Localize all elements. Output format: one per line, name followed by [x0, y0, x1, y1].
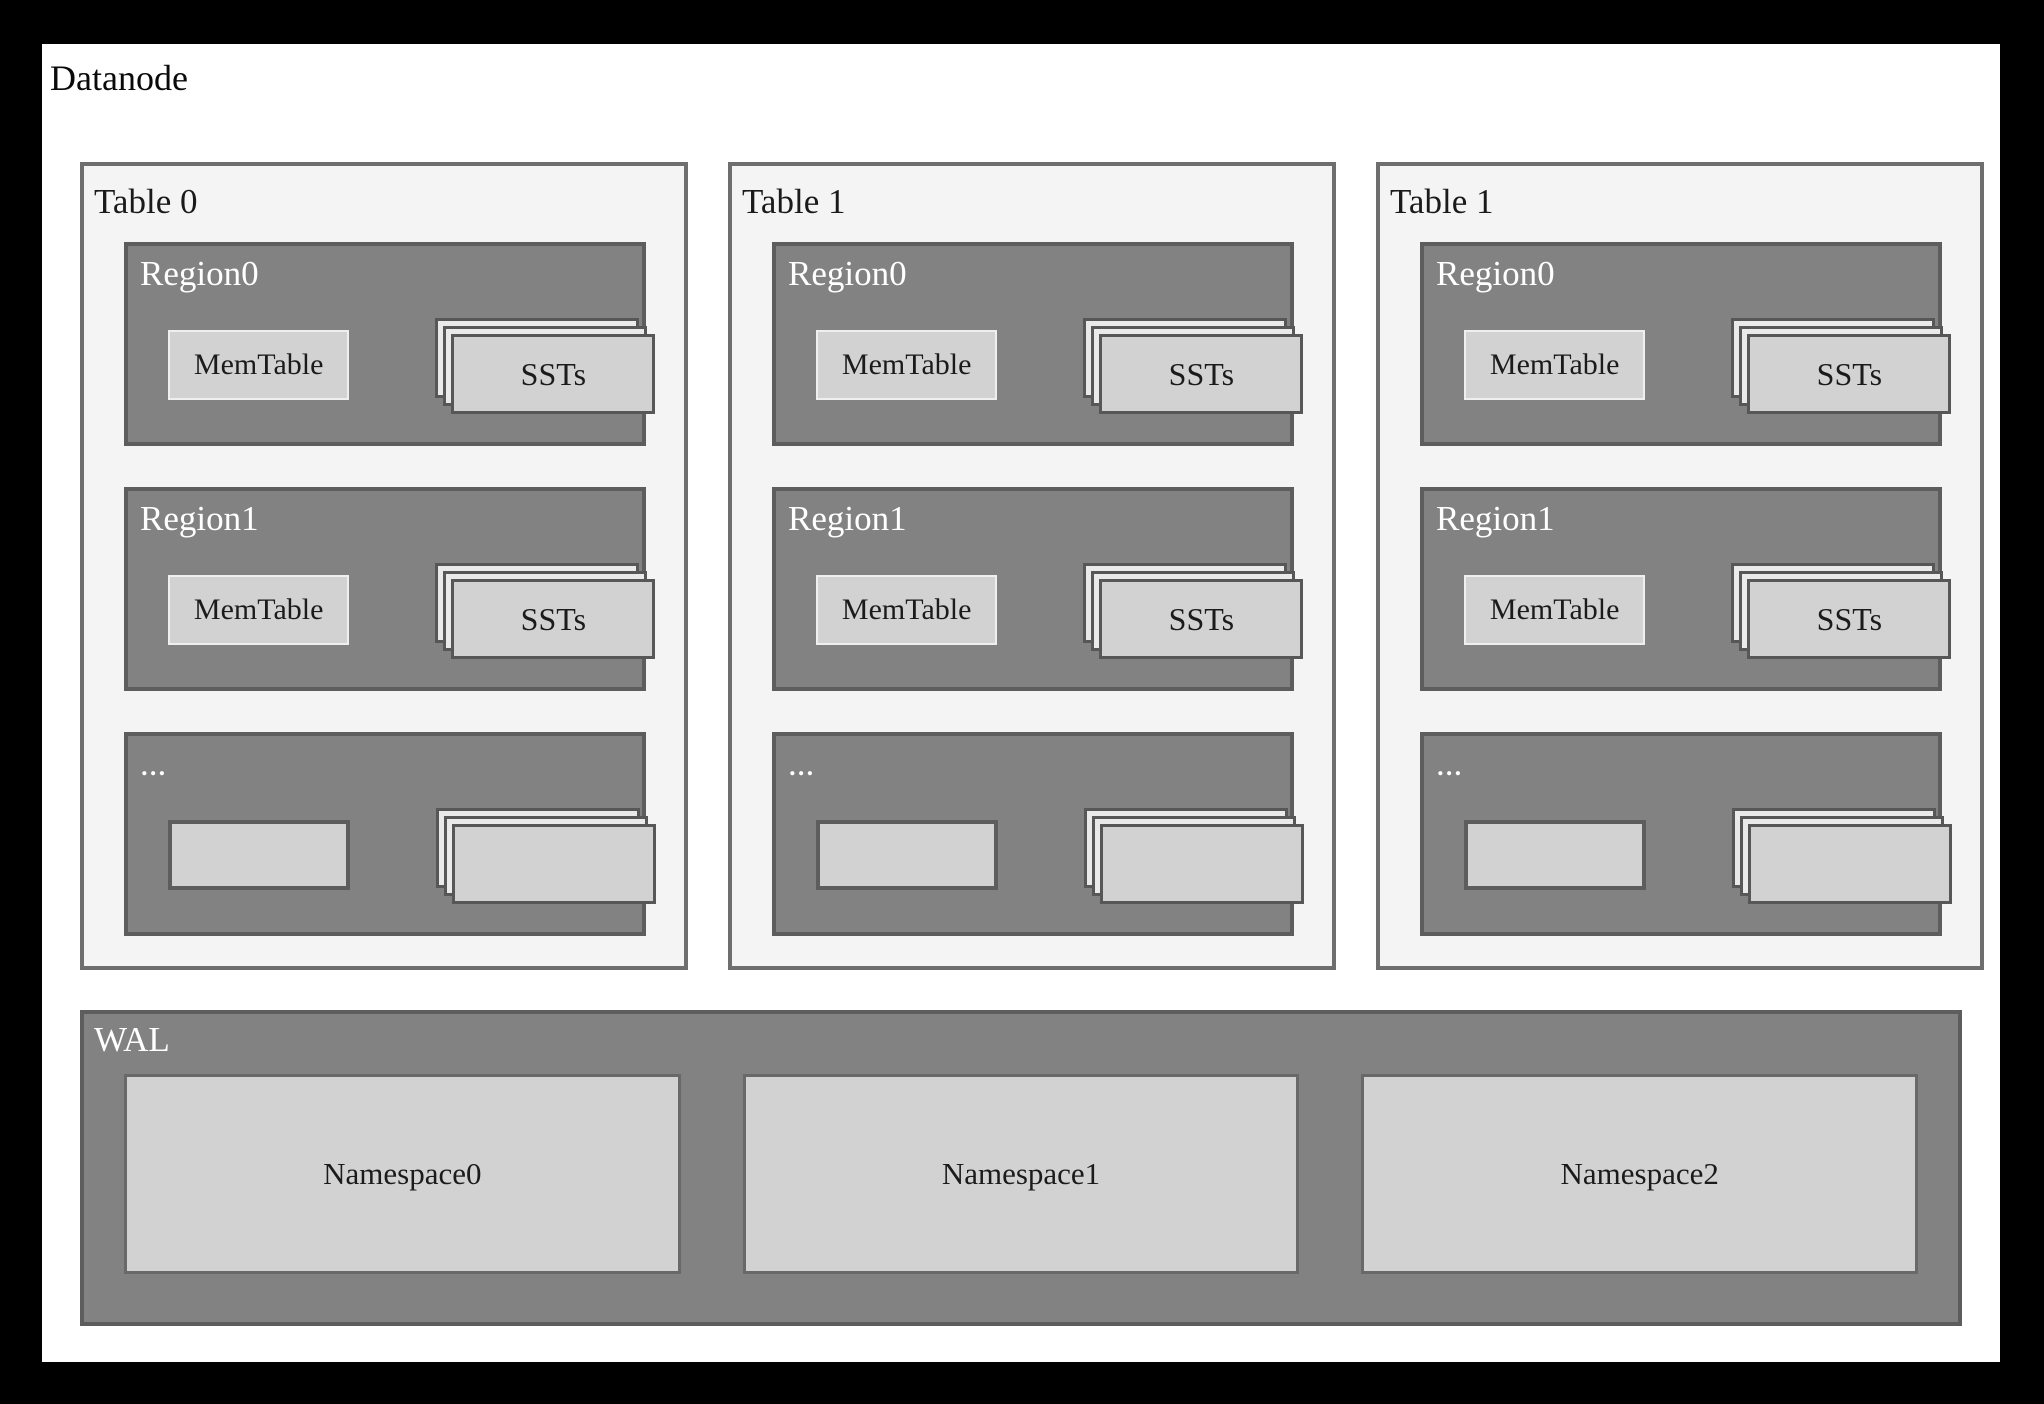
table-panel-1: Table 1 Region0 MemTable SSTs: [728, 162, 1336, 970]
region-box-ellipsis: ...: [772, 732, 1304, 936]
region-content: [168, 808, 656, 910]
region-label: ...: [1436, 744, 1463, 783]
memtable-box: MemTable: [1464, 330, 1646, 400]
tables-row: Table 0 Region0 MemTable SSTs: [80, 162, 1984, 970]
wal-box: WAL Namespace0 Namespace1 Namespace2: [80, 1010, 1962, 1326]
wal-label: WAL: [94, 1020, 170, 1059]
region-box-ellipsis: ...: [124, 732, 656, 936]
sst-stack: [1083, 808, 1304, 910]
table-label: Table 0: [94, 182, 198, 221]
diagram-canvas: Datanode Table 0 Region0 MemTable SSTs: [42, 44, 2000, 1362]
sst-stack: SSTs: [1731, 563, 1952, 665]
region-content: MemTable SSTs: [168, 318, 656, 420]
memtable-box: MemTable: [816, 330, 998, 400]
sst-front-sheet: SSTs: [451, 334, 656, 414]
namespace-box-0: Namespace0: [124, 1074, 681, 1274]
page-title: Datanode: [50, 58, 188, 98]
sst-stack: SSTs: [1731, 318, 1952, 420]
sst-stack: SSTs: [1083, 563, 1304, 665]
sst-stack: [1731, 808, 1952, 910]
sst-stack: SSTs: [435, 318, 656, 420]
memtable-box-empty: [1464, 820, 1646, 890]
memtable-box: MemTable: [1464, 575, 1646, 645]
sst-front-sheet: [1099, 824, 1304, 904]
memtable-box-empty: [816, 820, 998, 890]
sst-front-sheet: SSTs: [1747, 334, 1952, 414]
sst-front-sheet: SSTs: [1099, 334, 1304, 414]
region-label: Region1: [140, 499, 259, 538]
region-content: MemTable SSTs: [816, 563, 1304, 665]
table-label: Table 1: [742, 182, 846, 221]
sst-stack: [435, 808, 656, 910]
region-box: Region1 MemTable SSTs: [124, 487, 656, 691]
region-content: [1464, 808, 1952, 910]
memtable-box: MemTable: [168, 575, 350, 645]
region-label: ...: [788, 744, 815, 783]
table-panel-0: Table 0 Region0 MemTable SSTs: [80, 162, 688, 970]
region-label: Region0: [788, 254, 907, 293]
region-label: Region1: [788, 499, 907, 538]
region-box: Region0 MemTable SSTs: [772, 242, 1304, 446]
region-box: Region1 MemTable SSTs: [1420, 487, 1952, 691]
sst-front-sheet: [1747, 824, 1952, 904]
sst-front-sheet: SSTs: [451, 579, 656, 659]
namespace-box-2: Namespace2: [1361, 1074, 1919, 1274]
region-content: MemTable SSTs: [1464, 318, 1952, 420]
sst-front-sheet: [451, 824, 656, 904]
table-panel-2: Table 1 Region0 MemTable SSTs: [1376, 162, 1984, 970]
region-label: Region0: [140, 254, 259, 293]
region-box: Region1 MemTable SSTs: [772, 487, 1304, 691]
region-content: [816, 808, 1304, 910]
region-label: ...: [140, 744, 167, 783]
namespaces-row: Namespace0 Namespace1 Namespace2: [124, 1074, 1919, 1274]
region-content: MemTable SSTs: [1464, 563, 1952, 665]
memtable-box: MemTable: [816, 575, 998, 645]
sst-front-sheet: SSTs: [1099, 579, 1304, 659]
sst-stack: SSTs: [1083, 318, 1304, 420]
region-box: Region0 MemTable SSTs: [1420, 242, 1952, 446]
region-content: MemTable SSTs: [816, 318, 1304, 420]
regions-column: Region0 MemTable SSTs Region1: [124, 242, 656, 936]
region-box: Region0 MemTable SSTs: [124, 242, 656, 446]
regions-column: Region0 MemTable SSTs Region1: [1420, 242, 1952, 936]
sst-front-sheet: SSTs: [1747, 579, 1952, 659]
memtable-box-empty: [168, 820, 350, 890]
memtable-box: MemTable: [168, 330, 350, 400]
namespace-box-1: Namespace1: [742, 1074, 1300, 1274]
region-content: MemTable SSTs: [168, 563, 656, 665]
table-label: Table 1: [1390, 182, 1494, 221]
region-label: Region0: [1436, 254, 1555, 293]
regions-column: Region0 MemTable SSTs Region1: [772, 242, 1304, 936]
region-box-ellipsis: ...: [1420, 732, 1952, 936]
region-label: Region1: [1436, 499, 1555, 538]
sst-stack: SSTs: [435, 563, 656, 665]
